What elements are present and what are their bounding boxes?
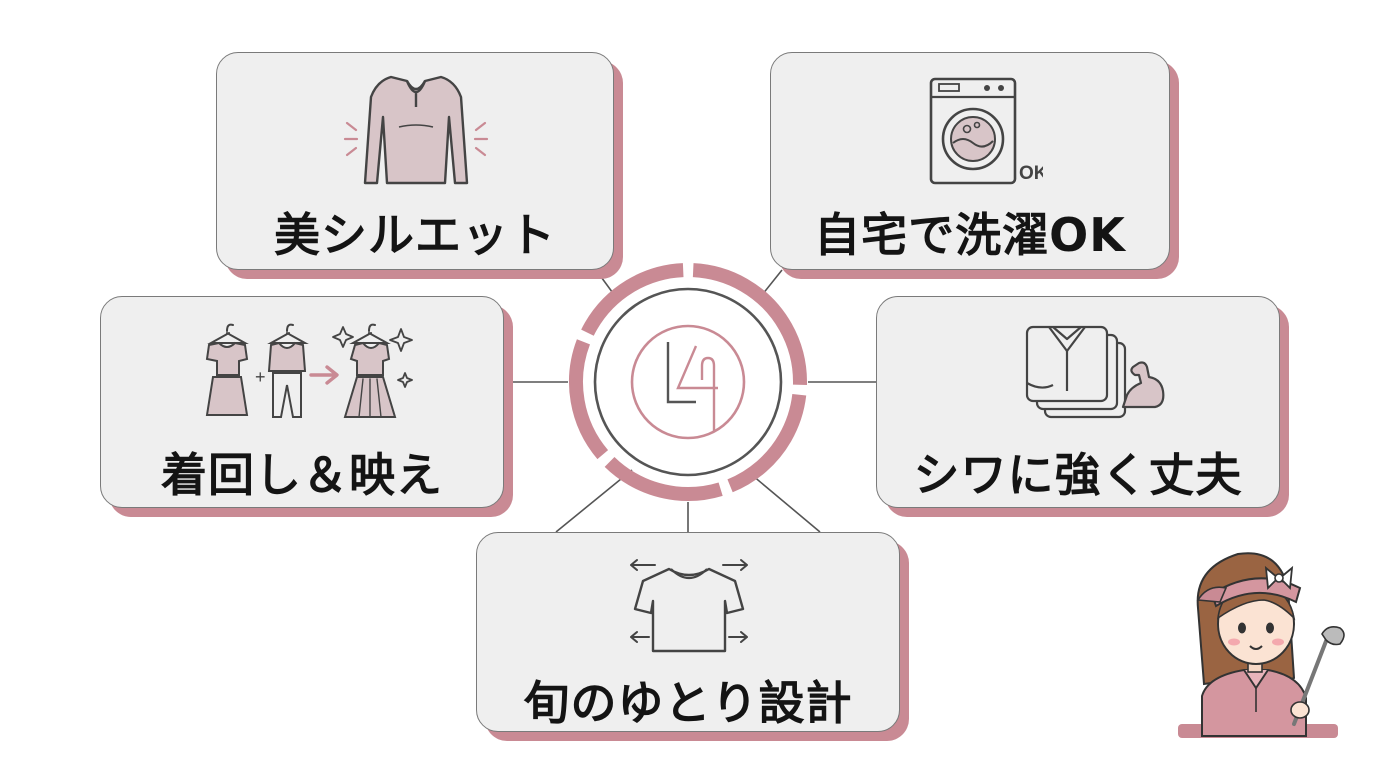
ok-mark: OK	[1019, 163, 1043, 184]
svg-text:+: +	[255, 367, 266, 387]
central-hub	[569, 263, 807, 501]
feature-label: シワに強く丈夫	[913, 448, 1243, 502]
folded-shirt-strong-icon	[1025, 325, 1165, 419]
washing-machine-icon: OK	[929, 77, 1043, 185]
feature-label: 着回し＆映え	[161, 448, 443, 502]
feature-card-wrinkle-resistant: シワに強く丈夫	[876, 296, 1280, 508]
golfer-girl-icon	[1178, 552, 1345, 738]
feature-card-coordination: + 着回し＆映え	[100, 296, 504, 508]
feature-label: 美シルエット	[274, 208, 556, 262]
connector-line	[555, 469, 633, 533]
outfit-coordination-icon: +	[205, 323, 413, 418]
fitted-blouse-icon	[343, 75, 489, 185]
feature-label: 自宅で洗濯OK	[814, 208, 1126, 262]
relaxed-tshirt-icon	[630, 559, 748, 653]
feature-card-relaxed-fit: 旬のゆとり設計	[476, 532, 900, 732]
connector-line	[745, 469, 821, 533]
feature-label: 旬のゆとり設計	[523, 676, 853, 730]
brand-monogram-icon	[630, 324, 746, 440]
feature-card-washable: OK 自宅で洗濯OK	[770, 52, 1170, 270]
feature-card-silhouette: 美シルエット	[216, 52, 614, 270]
